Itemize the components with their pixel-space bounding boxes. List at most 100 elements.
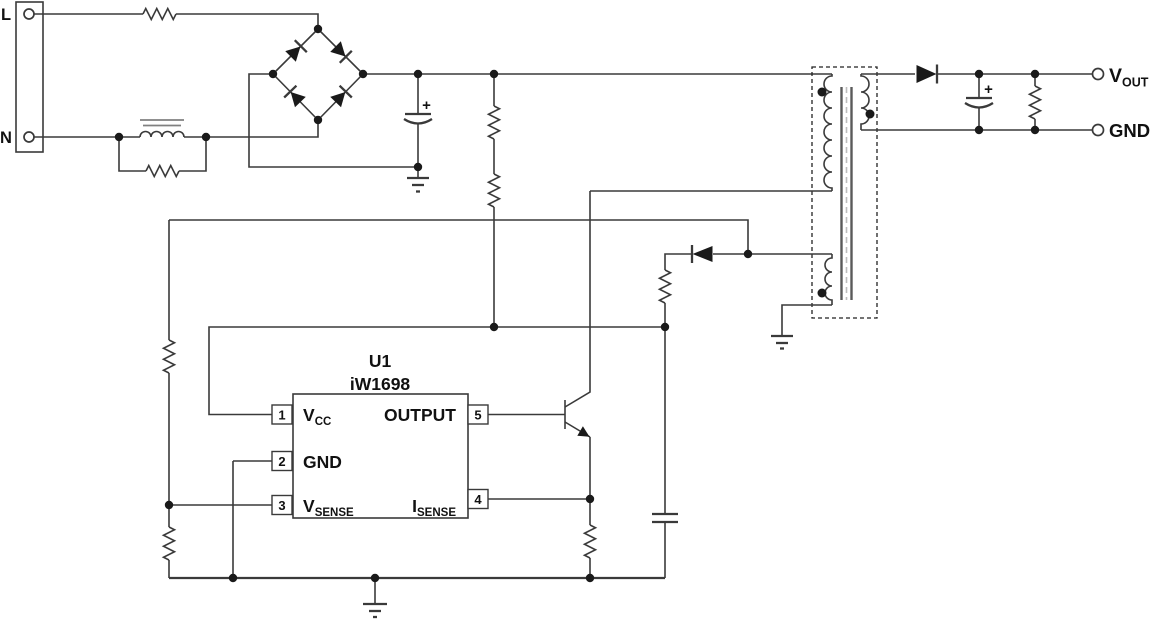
vcc-pin-label-sub: CC <box>315 416 332 428</box>
bridge-diode-3 <box>283 84 306 108</box>
diode-triangle <box>916 65 937 83</box>
isense-resistor <box>582 524 598 559</box>
primary-polarity-dot <box>817 87 827 97</box>
junction-dot <box>413 69 423 79</box>
vcc-pin-label: VCC <box>303 405 331 428</box>
output-stage: + VOUT GND <box>861 64 1150 141</box>
junction-dot <box>585 573 595 583</box>
npn-switch-transistor <box>564 191 591 499</box>
neutral-terminal <box>23 131 35 143</box>
fuse-resistor <box>142 6 177 22</box>
pin1-number: 1 <box>278 408 285 423</box>
choke-damping-resistor <box>145 163 180 179</box>
vsense-pin-label: VSENSE <box>303 496 354 519</box>
line-terminal <box>23 8 35 20</box>
junction-dot <box>1030 125 1040 135</box>
isense-pin-label: ISENSE <box>412 496 456 519</box>
junction-dot <box>114 132 124 142</box>
resistor-zigzag <box>1027 85 1043 120</box>
vout-label-sub: OUT <box>1122 76 1149 90</box>
secondary-winding <box>860 74 870 130</box>
output-pin-label: OUTPUT <box>384 405 456 425</box>
output-cap-plus-sign: + <box>984 81 993 98</box>
diode-cathode-bar <box>293 39 308 54</box>
diode-triangle <box>290 91 306 108</box>
vsense-pin-label-main: V <box>303 496 315 516</box>
wire <box>176 13 319 29</box>
vcc-series-resistor <box>657 269 673 304</box>
junction-dot <box>358 69 368 79</box>
vout-label-main: V <box>1109 65 1122 87</box>
diode-cathode-bar <box>338 49 353 64</box>
transformer-boundary-box <box>811 66 878 319</box>
bulk-cap-plus-sign: + <box>422 97 431 114</box>
junction-dot <box>228 573 238 583</box>
startup-resistors <box>486 74 502 327</box>
junction-dot <box>313 115 323 125</box>
terminal-block-body <box>15 1 44 153</box>
vcc-wire <box>208 326 665 416</box>
wire <box>184 120 319 138</box>
junction-dot <box>1030 69 1040 79</box>
diode-triangle <box>285 46 301 62</box>
vsense-divider-lower-resistor <box>161 526 177 561</box>
ic-body <box>292 393 469 519</box>
bridge-diode-4 <box>330 84 353 108</box>
junction-dot <box>313 24 323 34</box>
bridge-diode-2 <box>330 41 353 64</box>
bridge-negative-wire <box>248 73 418 168</box>
pin3-box <box>271 494 293 516</box>
vout-terminal <box>1091 67 1105 81</box>
bridge-diode-1 <box>285 39 308 62</box>
ic-u1: U1 iW1698 1 2 3 5 4 VCC GND VSENSE OUTPU… <box>232 351 590 578</box>
aux-winding <box>824 254 833 305</box>
primary-winding <box>823 74 833 191</box>
junction-dot <box>974 125 984 135</box>
diode-triangle <box>692 246 713 262</box>
vout-label: VOUT <box>1109 65 1149 90</box>
output-gnd-label: GND <box>1109 120 1150 141</box>
secondary-polarity-dot <box>865 109 875 119</box>
primary-ground-symbol <box>407 167 429 193</box>
line-label: L <box>1 6 11 24</box>
emi-choke-inductor <box>139 130 185 138</box>
vsense-pin-label-sub: SENSE <box>315 507 354 519</box>
neutral-label: N <box>0 129 12 147</box>
junction-dot <box>585 494 595 504</box>
current-sense-resistor-leg <box>582 499 598 578</box>
output-capacitor: + <box>964 74 994 130</box>
wire <box>118 137 146 172</box>
gnd-pin-label: GND <box>303 452 342 472</box>
isense-pin-label-main: I <box>412 496 417 516</box>
junction-dot <box>743 249 753 259</box>
vcc-pin-label-main: V <box>303 405 315 425</box>
junction-dots <box>114 24 1040 583</box>
output-diode <box>916 64 939 84</box>
diode-cathode-bar <box>338 84 353 99</box>
junction-dot <box>489 69 499 79</box>
transformer <box>590 66 878 350</box>
ic-part-number: iW1698 <box>350 374 411 394</box>
aux-diode <box>690 245 713 263</box>
pin2-number: 2 <box>278 454 285 469</box>
transistor-collector <box>564 191 591 408</box>
junction-dot <box>201 132 211 142</box>
aux-ground-symbol <box>771 334 793 350</box>
junction-dot <box>489 322 499 332</box>
vcc-net <box>208 326 678 578</box>
junction-dot <box>660 322 670 332</box>
output-gnd-terminal <box>1091 123 1105 137</box>
startup-resistor-2 <box>486 173 502 208</box>
junction-dot <box>268 69 278 79</box>
emi-filter <box>34 119 319 179</box>
wire <box>179 137 207 172</box>
line-input-wiring <box>34 6 319 29</box>
junction-dot <box>164 500 174 510</box>
ic-designator: U1 <box>369 351 392 371</box>
junction-dot <box>974 69 984 79</box>
input-terminal-block: L N <box>0 1 44 153</box>
cap-curved-plate <box>964 102 994 109</box>
output-load-resistor <box>1027 74 1043 130</box>
vsense-divider-upper-resistor <box>161 339 177 374</box>
